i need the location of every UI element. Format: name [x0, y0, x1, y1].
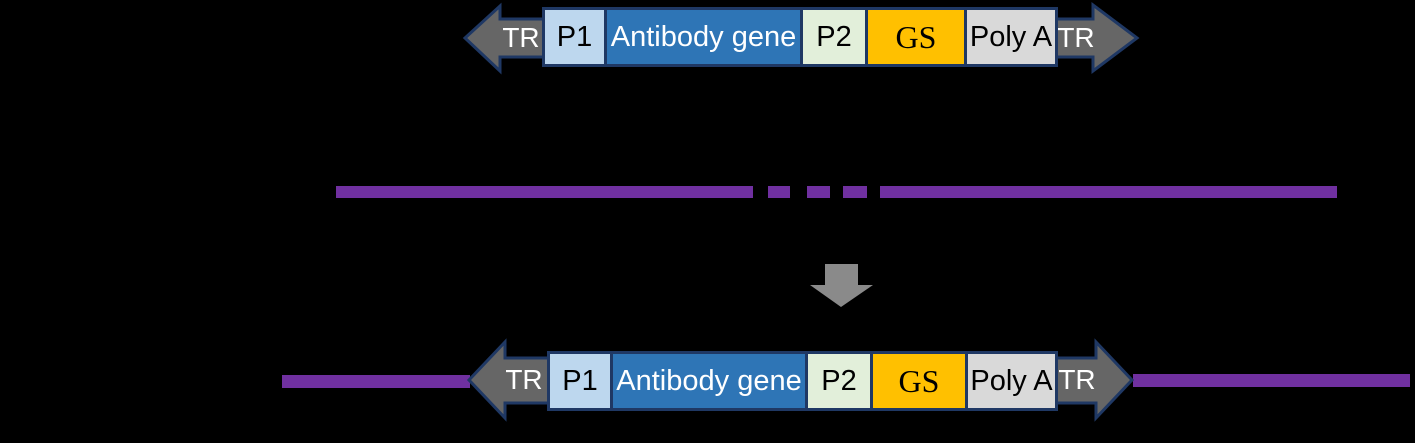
segment-p1-bottom: P1 — [547, 351, 613, 411]
genomic-dna-line-right — [880, 186, 1337, 198]
genomic-dna-line-left — [336, 186, 753, 198]
integrated-construct: P1 Antibody gene P2 GS Poly A — [547, 351, 1058, 411]
transposon-vector-construct: P1 Antibody gene P2 GS Poly A — [542, 7, 1058, 67]
segment-gs-bottom: GS — [870, 351, 968, 411]
tr-label-left-bottom: TR — [505, 364, 543, 395]
tr-label-left-top: TR — [502, 22, 540, 53]
segment-p2-top: P2 — [800, 7, 868, 67]
genomic-dna-dash-1 — [768, 186, 790, 198]
segment-poly-a-top: Poly A — [964, 7, 1058, 67]
segment-antibody-gene-bottom: Antibody gene — [610, 351, 808, 411]
segment-p1-top: P1 — [542, 7, 607, 67]
tr-label-right-top: TR — [1057, 22, 1095, 53]
integrated-dna-line-left — [282, 375, 470, 388]
integration-down-arrow — [810, 264, 873, 307]
tr-label-right-bottom: TR — [1058, 364, 1096, 395]
genomic-dna-dash-2 — [807, 186, 830, 198]
segment-p2-bottom: P2 — [805, 351, 873, 411]
segment-poly-a-bottom: Poly A — [965, 351, 1058, 411]
genomic-dna-dash-3 — [843, 186, 867, 198]
segment-gs-top: GS — [865, 7, 967, 67]
integrated-dna-line-right — [1133, 374, 1410, 387]
segment-antibody-gene-top: Antibody gene — [604, 7, 803, 67]
